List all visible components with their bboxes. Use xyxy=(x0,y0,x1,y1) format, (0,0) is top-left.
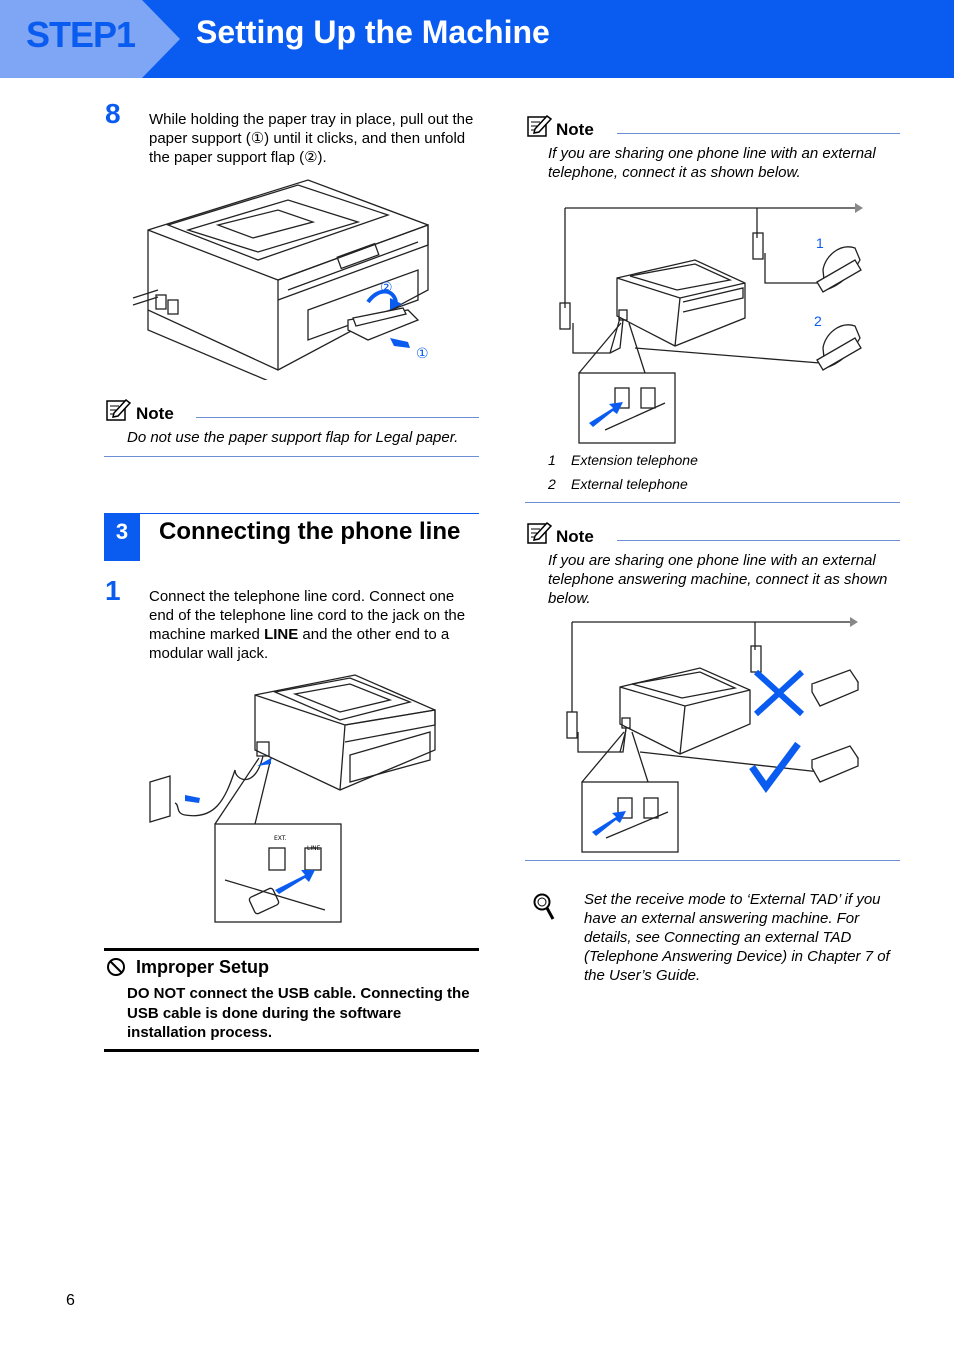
callout-1: ① xyxy=(416,346,429,362)
legend-label: External telephone xyxy=(571,476,688,492)
page-title: Setting Up the Machine xyxy=(196,14,550,50)
step-8-text: While holding the paper tray in place, p… xyxy=(149,111,474,166)
note-text: Do not use the paper support flap for Le… xyxy=(127,429,459,446)
paper-support-illustration: ② ① xyxy=(132,179,429,380)
note-rule xyxy=(196,417,479,418)
note-heading: Note xyxy=(556,527,594,546)
step-1-text: Connect the telephone line cord. Connect… xyxy=(149,588,466,662)
step-number-8: 8 xyxy=(105,98,121,129)
prohibited-icon xyxy=(107,958,125,976)
improper-bottom-rule xyxy=(104,1049,479,1052)
tip-text: Set the receive mode to ‘External TAD’ i… xyxy=(584,891,890,984)
note-bottom-rule xyxy=(104,456,479,457)
step-label: STEP1 xyxy=(26,14,136,55)
diagram-callout-1: 1 xyxy=(816,235,824,251)
note-text: If you are sharing one phone line with a… xyxy=(548,145,876,181)
extension-telephone-diagram: 1 2 xyxy=(559,203,863,444)
legend-num: 2 xyxy=(548,476,556,492)
note-icon xyxy=(106,398,132,421)
page-number: 6 xyxy=(66,1292,75,1309)
answering-machine-diagram xyxy=(566,617,859,853)
note-bottom-rule xyxy=(525,502,900,503)
section-number: 3 xyxy=(104,513,140,561)
note-rule xyxy=(617,133,900,134)
section-title: Connecting the phone line xyxy=(159,518,461,545)
step-tab xyxy=(0,0,180,78)
note-text: If you are sharing one phone line with a… xyxy=(548,552,888,607)
legend-num: 1 xyxy=(548,452,556,468)
note-icon xyxy=(527,114,553,137)
note-heading: Note xyxy=(556,120,594,139)
section-top-rule xyxy=(104,513,479,514)
improper-top-rule xyxy=(104,948,479,951)
jack-ext-label: EXT. xyxy=(274,835,287,842)
note-rule xyxy=(617,540,900,541)
note-bottom-rule xyxy=(525,860,900,861)
note-icon xyxy=(527,521,553,544)
legend-label: Extension telephone xyxy=(571,452,698,468)
diagram-callout-2: 2 xyxy=(814,313,822,329)
improper-text: DO NOT connect the USB cable. Connecting… xyxy=(127,985,470,1041)
phone-line-illustration: EXT. LINE xyxy=(149,674,436,923)
magnifier-icon xyxy=(533,893,555,920)
callout-2: ② xyxy=(380,280,393,296)
improper-heading: Improper Setup xyxy=(136,957,270,977)
note-heading: Note xyxy=(136,404,174,423)
jack-line-label: LINE xyxy=(307,845,321,852)
step-number-1: 1 xyxy=(105,575,121,606)
